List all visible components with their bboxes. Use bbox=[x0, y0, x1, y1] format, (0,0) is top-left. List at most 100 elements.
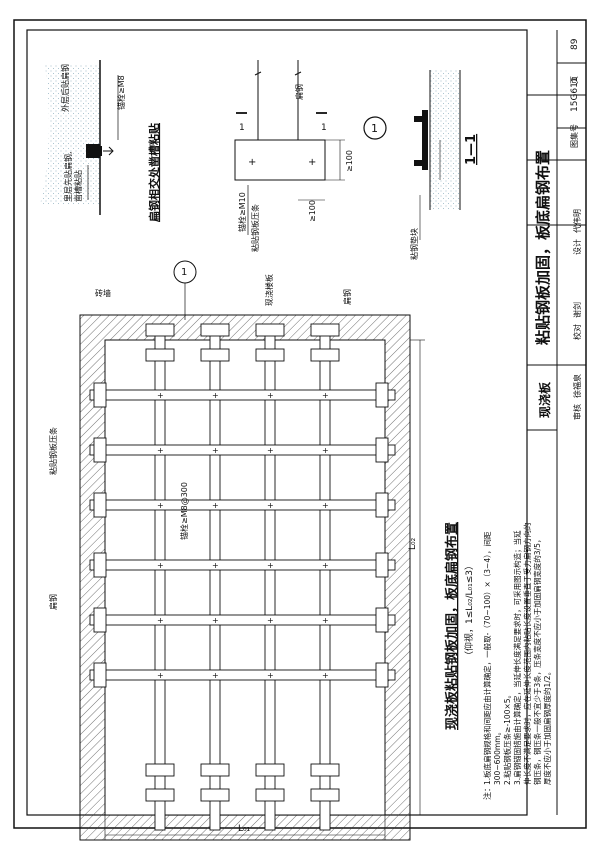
anchor-bolt: + bbox=[322, 616, 329, 625]
pressing-plate bbox=[200, 323, 230, 337]
label-cast-slab: 现浇楼板 bbox=[264, 274, 274, 306]
label-anchor-m8: 锚栓≥M8 bbox=[116, 75, 126, 110]
anchor-bolt: + bbox=[157, 561, 164, 570]
review-name-audit: 徐福泉 bbox=[572, 374, 582, 398]
pressing-plate bbox=[375, 662, 389, 688]
anchor-bolt: + bbox=[322, 561, 329, 570]
label-pad: 粘钢垫块 bbox=[409, 228, 419, 260]
anchor-bolt: + bbox=[267, 616, 274, 625]
anchor-bolt: + bbox=[267, 561, 274, 570]
svg-text:1: 1 bbox=[321, 123, 327, 133]
pressing-plate bbox=[310, 788, 340, 802]
page-number: 89 bbox=[570, 38, 580, 50]
svg-text:1: 1 bbox=[239, 123, 245, 133]
label-anchor-m8-300: 锚栓≥M8@300 bbox=[179, 482, 189, 540]
anchor-bolt: + bbox=[157, 616, 164, 625]
label-anchor-m10: 锚栓≥M10 bbox=[237, 192, 247, 232]
pressing-plate bbox=[310, 348, 340, 362]
flat-steel-strip bbox=[89, 444, 396, 456]
anchor-bolt: + bbox=[157, 446, 164, 455]
label-flat-steel-left: 扁钢 bbox=[48, 594, 58, 610]
pressing-plate bbox=[145, 348, 175, 362]
review-label-audit: 审核 bbox=[572, 404, 582, 420]
pressing-plate bbox=[255, 788, 285, 802]
anchor-bolt: + bbox=[322, 391, 329, 400]
pressing-plate bbox=[310, 763, 340, 777]
flat-steel-strips: ++++++++++++++++++++++++ bbox=[89, 323, 396, 831]
flat-steel-strip bbox=[154, 324, 166, 831]
pressing-plate bbox=[375, 437, 389, 463]
anchor-bolt: + bbox=[267, 671, 274, 680]
anchor-bolt: + bbox=[157, 501, 164, 510]
pressing-plate bbox=[145, 788, 175, 802]
notes-head: 注： bbox=[482, 784, 492, 800]
pressing-plate bbox=[200, 788, 230, 802]
slab-area bbox=[104, 339, 386, 816]
category-label: 现浇板 bbox=[537, 381, 552, 418]
label-flat-steel-detail: 扁钢 bbox=[294, 84, 304, 100]
anchor-bolt: + bbox=[212, 391, 219, 400]
review-name-design: 代伟明 bbox=[572, 209, 582, 233]
flat-steel-strip bbox=[89, 669, 396, 681]
anchor-bolt: + bbox=[322, 671, 329, 680]
plan-title: 现浇板粘贴钢板加固，板底扁钢布置 bbox=[444, 522, 460, 730]
pressing-plate bbox=[200, 763, 230, 777]
anchor-bolt: + bbox=[212, 616, 219, 625]
flat-steel-strip bbox=[264, 324, 276, 831]
flat-steel-strip bbox=[209, 324, 221, 831]
plan-section-number: 1 bbox=[181, 267, 187, 278]
pressing-plate bbox=[200, 348, 230, 362]
pressing-plate bbox=[255, 323, 285, 337]
pressing-plate bbox=[93, 492, 107, 518]
pressing-plate bbox=[255, 348, 285, 362]
crossing-detail-title: 扁钢相交处凿槽粘贴 bbox=[147, 123, 161, 222]
dim-L01: L₀₁ bbox=[238, 824, 251, 834]
label-flat-steel-top: 扁钢 bbox=[342, 289, 352, 305]
dim-100-bottom: ≥100 bbox=[308, 200, 317, 222]
anchor-bolt: + bbox=[322, 446, 329, 455]
svg-text:+: + bbox=[308, 157, 316, 168]
label-inner-steel-2: 凿槽粘贴 bbox=[73, 170, 83, 202]
flat-steel-strip bbox=[319, 324, 331, 831]
label-inner-steel-1: 里层先贴扁钢, bbox=[63, 151, 73, 202]
label-pressing-plate-plan: 粘贴钢板压条 bbox=[48, 427, 58, 475]
label-outer-steel: 外层后贴扁钢 bbox=[60, 64, 70, 112]
section-1-1-title: 1—1 bbox=[464, 134, 479, 165]
review-label-design: 设计 bbox=[572, 239, 582, 255]
pressing-plate bbox=[93, 382, 107, 408]
section-1-1: 1—1 粘钢垫块 bbox=[409, 70, 479, 260]
note-line: 300~600mm。 bbox=[493, 728, 502, 785]
flat-steel-strip bbox=[89, 614, 396, 626]
anchor-bolt: + bbox=[157, 391, 164, 400]
pressing-plate bbox=[375, 382, 389, 408]
flat-steel-strip bbox=[89, 389, 396, 401]
label-brick-wall: 砖墙 bbox=[95, 288, 111, 298]
slab-plan: ++++++++++++++++++++++++ 砖墙 现浇楼板 扁钢 1 粘贴… bbox=[48, 260, 475, 841]
pressing-plate bbox=[310, 323, 340, 337]
anchor-bolt: + bbox=[212, 501, 219, 510]
pressing-plate bbox=[145, 323, 175, 337]
title-block: 粘贴钢板加固，板底扁钢布置 现浇板 图集号 15G611 页 89 审核 徐福泉… bbox=[527, 30, 586, 815]
pressing-plate bbox=[93, 662, 107, 688]
anchor-bolt: + bbox=[212, 561, 219, 570]
pressing-plate bbox=[375, 492, 389, 518]
anchor-bolt: + bbox=[322, 501, 329, 510]
note-line: 钢压条，钢压条一般不宜少于3条，压条宽度不应小于加固扁钢宽度的3/5， bbox=[532, 536, 542, 785]
svg-text:+: + bbox=[248, 157, 256, 168]
crossing-detail: 里层先贴扁钢, 凿槽粘贴 外层后贴扁钢 锚栓≥M8 扁钢相交处凿槽粘贴 bbox=[40, 60, 161, 222]
pressing-plate bbox=[145, 763, 175, 777]
pressing-plate bbox=[93, 552, 107, 578]
anchor-bolt: + bbox=[157, 671, 164, 680]
pressing-plate bbox=[375, 607, 389, 633]
anchor-bolt: + bbox=[267, 446, 274, 455]
dim-100-right: ≥100 bbox=[345, 150, 354, 172]
note-line: 伸长度不满足要求时，应在延伸长度范围内粘贴长度设置垂直于受力扁钢方向的 bbox=[522, 523, 532, 786]
pressing-plate bbox=[93, 437, 107, 463]
label-pressing-plate: 粘贴钢板压条 bbox=[250, 204, 260, 252]
plan-subtitle: （仰视，1≤L₀₂/L₀₁≤3） bbox=[463, 561, 475, 660]
note-line: 厚度不应小于加固扁钢厚度的1/2。 bbox=[542, 668, 552, 785]
anchor-bolt: + bbox=[267, 391, 274, 400]
page-label: 页 bbox=[570, 76, 579, 84]
atlas-number: 15G611 bbox=[570, 76, 580, 112]
